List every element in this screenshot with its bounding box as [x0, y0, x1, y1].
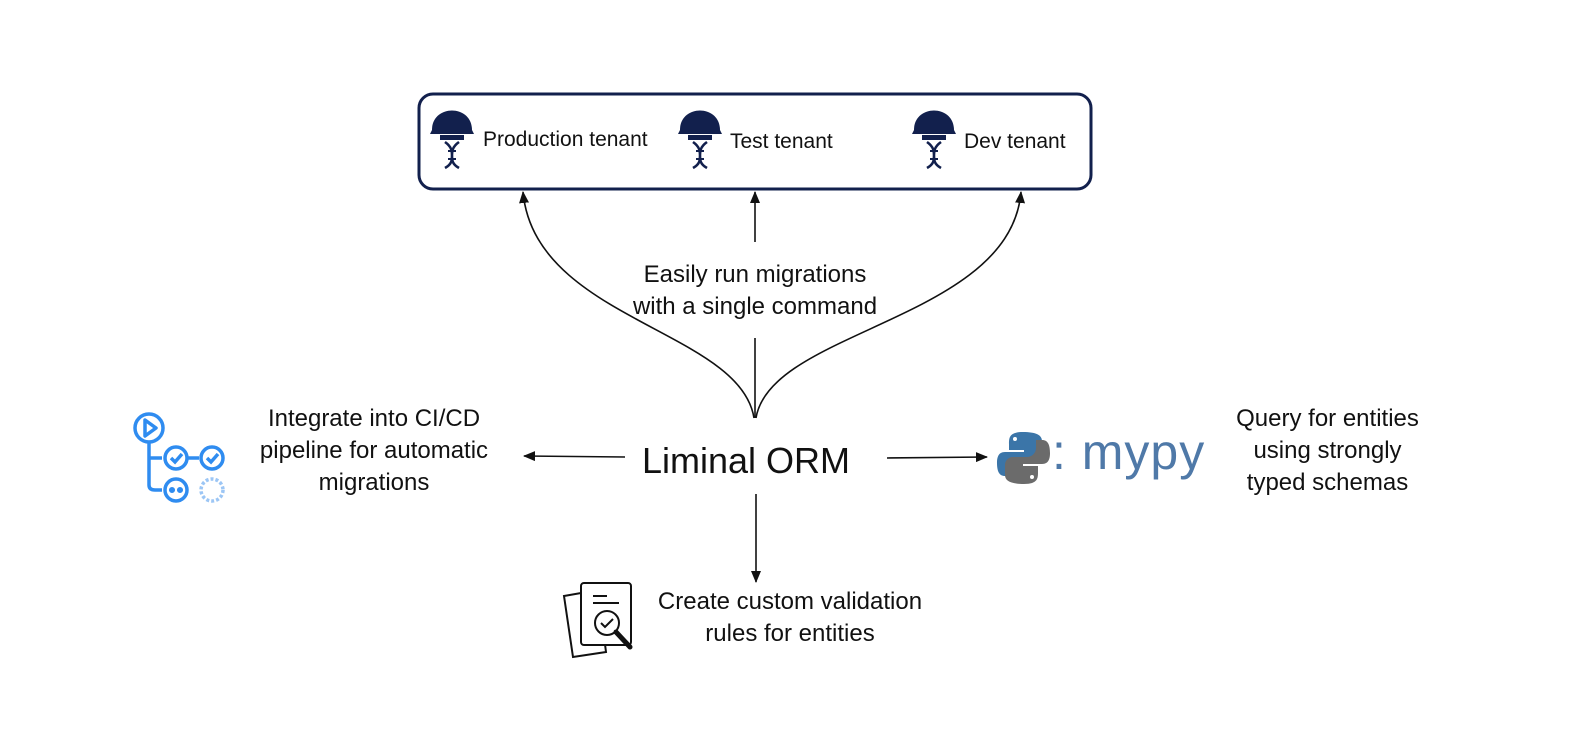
migrations-label: Easily run migrations with a single comm…: [605, 259, 905, 323]
query-line-3: typed schemas: [1246, 469, 1409, 496]
query-line-1: Query for entities: [1236, 405, 1419, 432]
cicd-line-1: Integrate into CI/CD: [267, 405, 481, 432]
query-label: Query for entities using strongly typed …: [1215, 403, 1440, 499]
mypy-logo-text: : mypy: [1052, 424, 1206, 480]
arrow-to-dev-tenant: [755, 191, 1026, 419]
github-actions-icon: [133, 412, 225, 503]
arrow-to-cicd: [523, 451, 626, 462]
migrations-line-2: with a single command: [632, 293, 878, 320]
dna-helmet-icon: [678, 110, 722, 170]
python-logo-icon: [997, 432, 1050, 484]
cicd-line-3: migrations: [318, 469, 430, 496]
query-line-2: using strongly: [1253, 437, 1402, 464]
validation-label: Create custom validation rules for entit…: [640, 586, 940, 650]
tenant-label-dev: Dev tenant: [964, 130, 1066, 153]
tenant-label-production: Production tenant: [483, 128, 648, 151]
tenant-label-test: Test tenant: [730, 130, 833, 153]
liminal-orm-label: Liminal ORM: [642, 440, 851, 481]
arrow-to-mypy: [886, 452, 988, 463]
arrow-to-production-tenant: [519, 191, 755, 419]
validation-line-1: Create custom validation: [657, 588, 923, 615]
migrations-line-1: Easily run migrations: [643, 261, 867, 288]
cicd-label: Integrate into CI/CD pipeline for automa…: [234, 403, 514, 499]
document-check-icon: [562, 582, 633, 659]
validation-line-2: rules for entities: [705, 620, 875, 647]
cicd-line-2: pipeline for automatic: [259, 437, 489, 464]
dna-helmet-icon: [912, 110, 956, 170]
dna-helmet-icon: [430, 110, 474, 170]
